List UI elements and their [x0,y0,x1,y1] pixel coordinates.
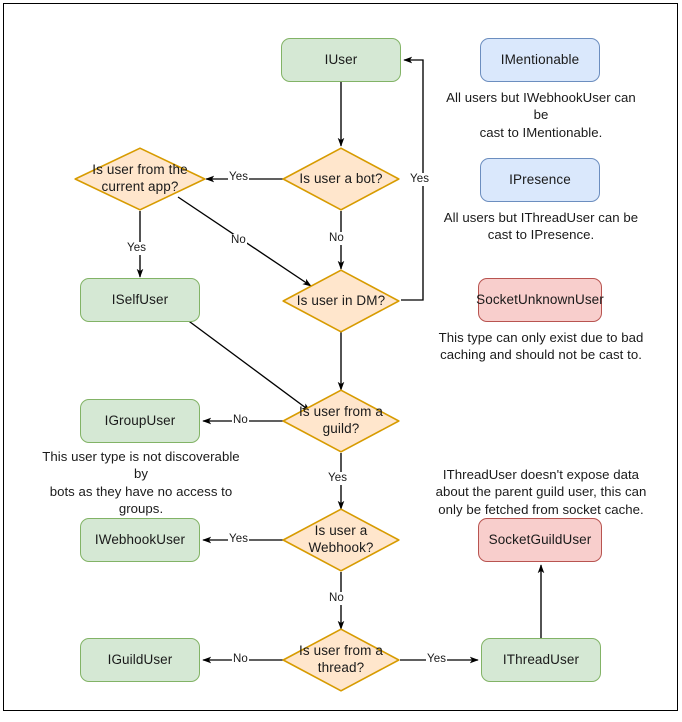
diamond-shape [282,628,400,692]
node-iuser[interactable]: IUser [281,38,401,82]
edge-label-iswebhook-no: No [328,592,345,605]
node-ithreaduser-label: IThreadUser [502,651,580,667]
edge-iselfuser-isguild [185,318,311,412]
node-iwebhookuser-label: IWebhookUser [94,531,186,547]
node-iwebhookuser[interactable]: IWebhookUser [80,518,200,562]
note-igroupuser: This user type is not discoverable by bo… [42,449,240,517]
node-iguilduser[interactable]: IGuildUser [80,638,200,682]
node-imentionable-label: IMentionable [500,51,580,67]
edge-label-isguild-yes: Yes [327,472,349,485]
node-iguilduser-label: IGuildUser [107,651,173,667]
diamond-shape [282,269,400,333]
node-socketguilduser-label: SocketGuildUser [488,531,592,547]
edge-label-isbot-no: No [328,232,345,245]
node-ithreaduser[interactable]: IThreadUser [481,638,601,682]
node-socketunknownuser-label: SocketUnknownUser [476,291,604,307]
node-ipresence[interactable]: IPresence [480,158,600,202]
node-is-dm[interactable]: Is user in DM? [282,269,400,333]
node-iselfuser-label: ISelfUser [111,291,169,307]
node-ipresence-label: IPresence [509,171,571,187]
edge-label-iswebhook-yes: Yes [228,533,250,546]
node-is-current-app[interactable]: Is user from the current app? [74,147,206,211]
node-iuser-label: IUser [324,51,358,67]
node-is-thread-label: Is user from a thread? [299,643,383,675]
note-ipresence: All users but IThreadUser can be cast to… [443,210,639,243]
edge-label-isthread-yes: Yes [426,653,448,666]
diamond-shape [74,147,206,211]
node-igroupuser-label: IGroupUser [104,412,176,428]
node-socketunknownuser[interactable]: SocketUnknownUser [476,278,604,322]
edge-label-isthread-no: No [232,653,249,666]
edge-label-isbot-yes: Yes [228,171,250,184]
edge-label-currentapp-no: No [230,234,247,247]
edge-label-currentapp-yes: Yes [126,242,148,255]
diamond-shape [282,508,400,572]
node-iselfuser[interactable]: ISelfUser [80,278,200,322]
node-is-guild[interactable]: Is user from a guild? [282,389,400,453]
node-is-bot-label: Is user a bot? [299,170,383,186]
diamond-shape [282,389,400,453]
diamond-shape [282,147,400,211]
node-is-current-app-label: Is user from the current app? [92,162,188,194]
node-is-dm-label: Is user in DM? [296,292,386,308]
note-imentionable: All users but IWebhookUser can be cast t… [446,90,636,140]
node-is-webhook-label: Is user a Webhook? [308,523,374,555]
node-is-webhook[interactable]: Is user a Webhook? [282,508,400,572]
edge-label-isdm-yes: Yes [409,173,431,186]
note-socketunknownuser: This type can only exist due to bad cach… [438,330,644,363]
node-igroupuser[interactable]: IGroupUser [80,399,200,443]
node-is-guild-label: Is user from a guild? [299,404,383,436]
node-is-thread[interactable]: Is user from a thread? [282,628,400,692]
node-imentionable[interactable]: IMentionable [480,38,600,82]
node-is-bot[interactable]: Is user a bot? [282,147,400,211]
node-socketguilduser[interactable]: SocketGuildUser [478,518,602,562]
edge-label-isguild-no: No [232,414,249,427]
note-socketguilduser: IThreadUser doesn't expose data about th… [435,467,647,517]
